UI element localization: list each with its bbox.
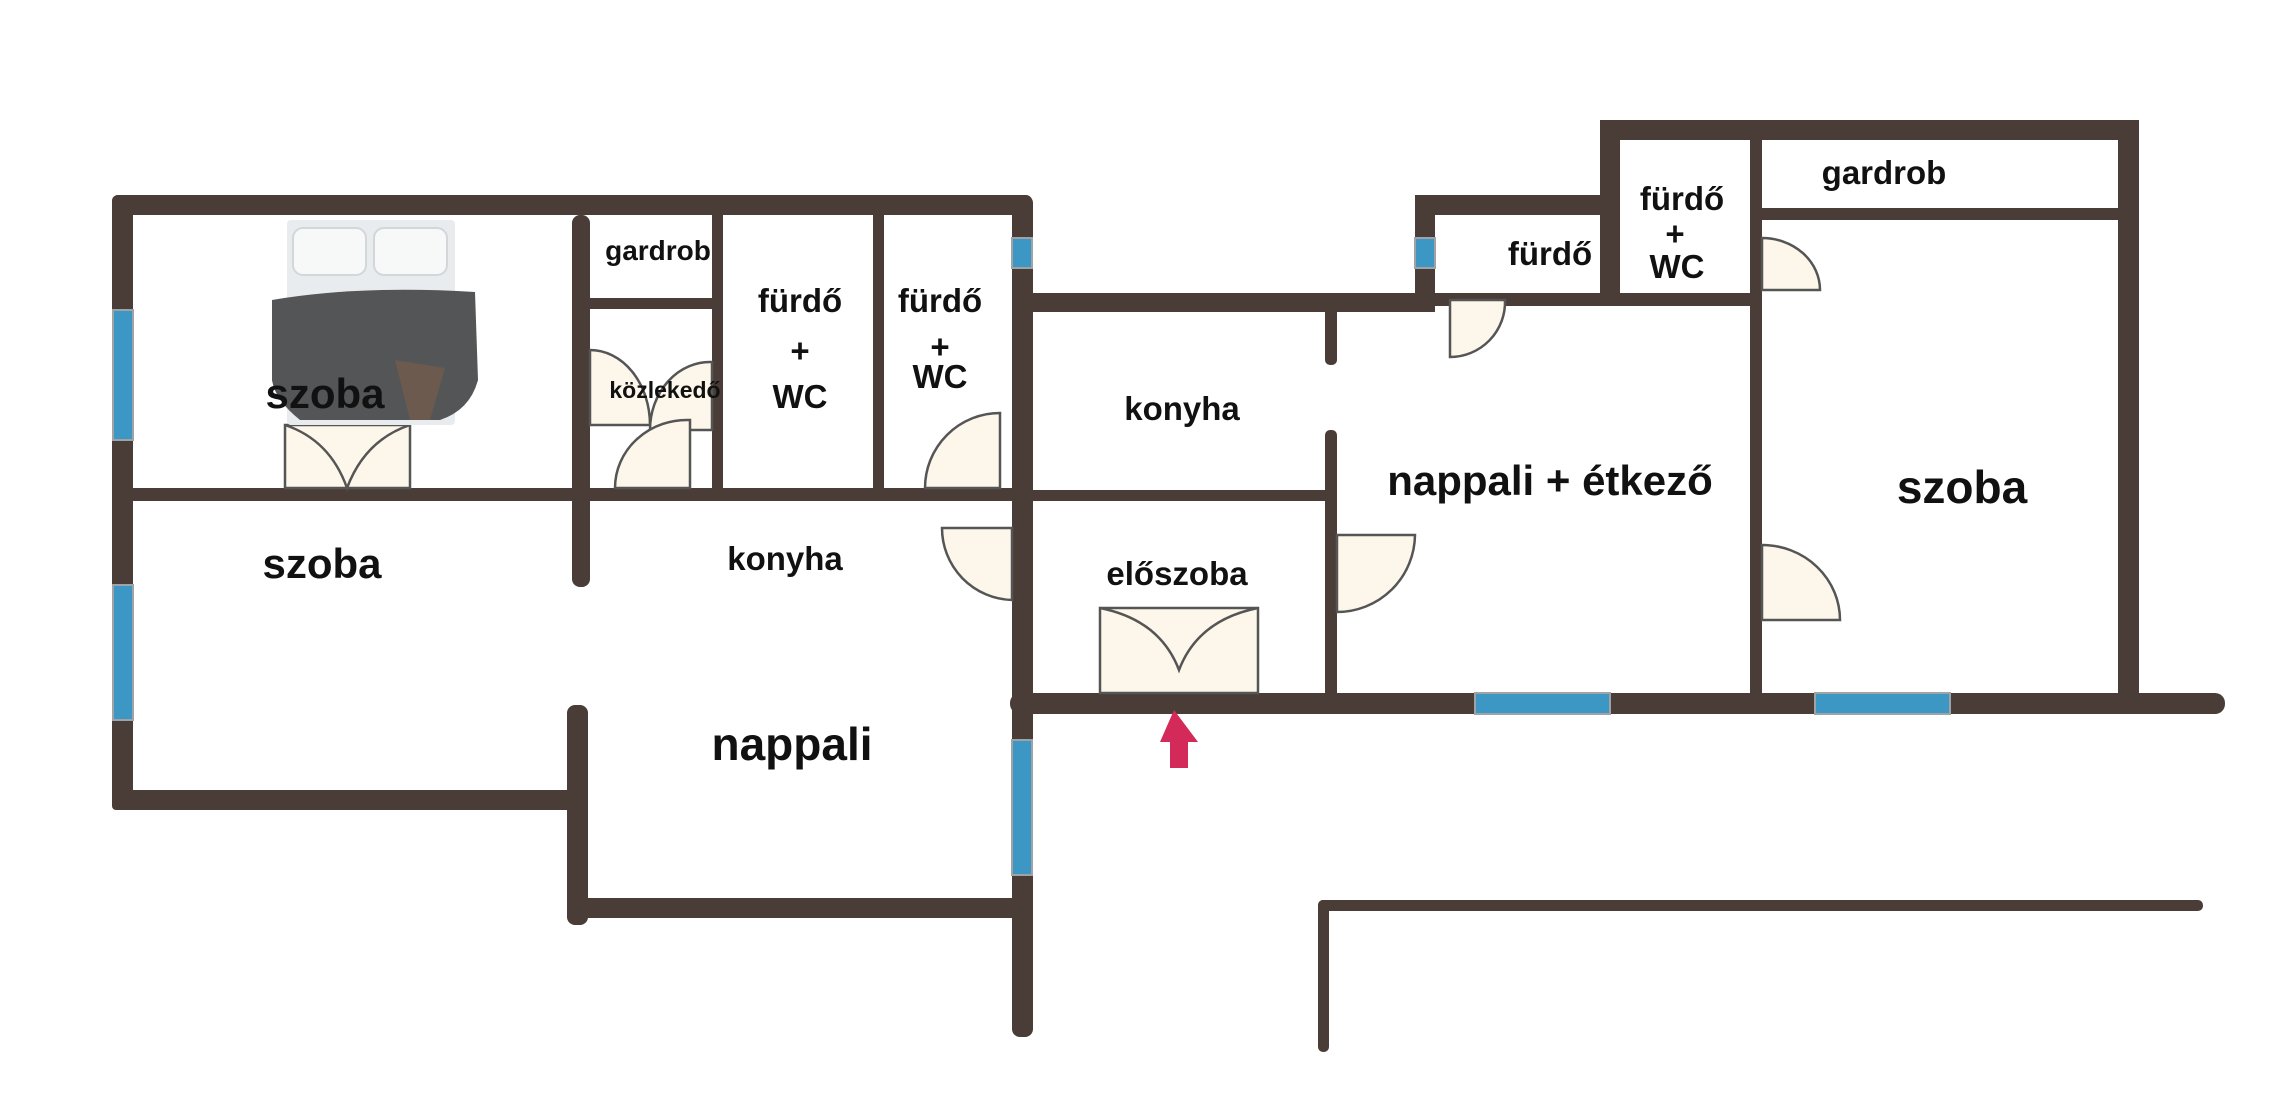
doors [283,236,1842,695]
door [1448,298,1507,359]
wall [567,898,1030,918]
room-label-kozlekedo: közlekedő [609,377,720,403]
room-label-furdo-wc-3-wc: WC [1650,248,1705,285]
room-label-szoba-right: szoba [1897,461,2028,513]
wall [1318,900,2203,911]
window [1011,237,1033,269]
door [613,418,692,490]
door [923,411,1002,490]
window [1011,739,1033,876]
door [1760,236,1822,292]
door [940,526,1014,602]
door-swing [1099,606,1259,674]
entrance-arrow-icon [1160,710,1198,768]
walls [112,120,2225,1052]
room-label-furdo-wc-3-plus: + [1665,215,1684,252]
wall [1318,900,1329,1052]
wall [1030,293,1435,312]
wall [1325,430,1337,700]
wall [1325,305,1337,365]
window [1474,692,1611,715]
room-label-furdo-right: fürdő [1508,235,1592,272]
wall [2118,120,2139,700]
window [112,309,134,441]
door [1760,543,1842,622]
room-label-nappali-left: nappali [711,718,872,770]
wall [1030,490,1330,501]
room-label-furdo-wc-2: fürdő [898,282,982,319]
room-label-nappali-etkezo: nappali + étkező [1387,457,1713,504]
wall [1012,195,1033,1037]
windows [112,237,1951,876]
window [1814,692,1951,715]
wall [1415,195,1610,215]
room-label-gardrob-right: gardrob [1822,154,1947,191]
room-label-konyha-mid: konyha [1124,390,1240,427]
room-label-konyha-left: konyha [727,540,843,577]
door-swing [284,423,411,492]
wall [1600,215,1612,300]
bed-icon [272,220,478,425]
wall [572,215,590,587]
wall [1750,120,1762,700]
wall [1600,120,2138,140]
wall [712,215,723,495]
room-label-furdo-wc-2-wc: WC [913,358,968,395]
wall [112,195,1032,215]
window [112,584,134,721]
room-label-furdo-wc-1-plus: + [790,332,809,369]
room-label-gardrob-left: gardrob [605,235,711,266]
wall [590,298,720,309]
room-label-eloszoba: előszoba [1106,555,1248,592]
wall [112,488,1022,501]
room-label-furdo-wc-1-wc: WC [773,378,828,415]
door [1335,533,1417,614]
room-label-szoba-left: szoba [262,540,382,587]
wall [1750,208,2130,220]
window [1414,237,1436,269]
wall [1430,293,1760,306]
room-label-szoba-bed: szoba [265,370,385,417]
room-labels: szoba gardrob közlekedő fürdő + WC fürdő… [262,154,2027,770]
door [648,360,714,432]
wall [873,215,884,495]
entrance-door [1098,606,1260,695]
room-label-furdo-wc-3: fürdő [1640,180,1724,217]
wall [1010,693,2225,714]
room-label-furdo-wc-2-plus: + [930,328,949,365]
wall [112,790,582,810]
room-label-furdo-wc-1: fürdő [758,282,842,319]
wall [567,705,588,925]
